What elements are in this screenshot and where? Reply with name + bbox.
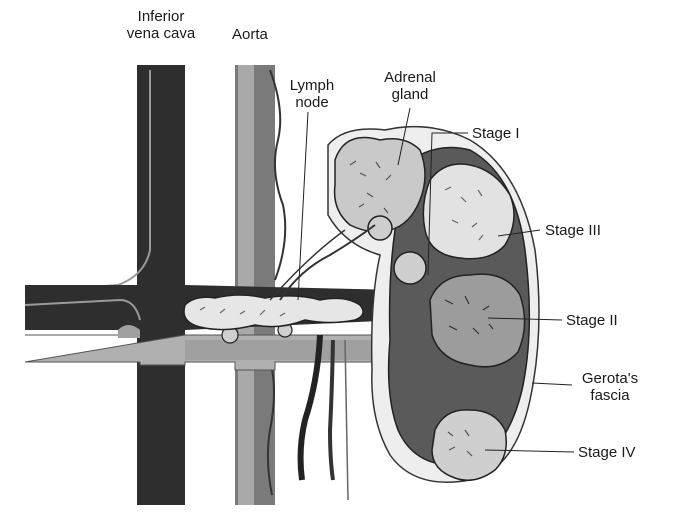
ureter-upper (185, 340, 395, 360)
adrenal-gland-texture (349, 160, 392, 214)
stage-4-tumor (431, 409, 507, 481)
label-gerotas-fascia: Gerota's fascia (581, 370, 639, 404)
stage-2-texture (444, 295, 494, 335)
label-inferior-vena-cava: Inferior vena cava (126, 8, 196, 42)
adrenal-gland-shape (333, 136, 426, 233)
aorta-inner (238, 65, 254, 505)
lower-vessel (344, 339, 349, 501)
leader-stage-3 (497, 229, 541, 237)
leader-lymph-node (297, 111, 309, 301)
venous-tumor-thrombus (183, 294, 364, 331)
stage-3-tumor (422, 163, 515, 260)
stage-2-tumor (429, 273, 526, 368)
label-aorta: Aorta (232, 26, 268, 43)
leader-stage-1 (427, 132, 468, 276)
adrenal-vessel-2 (269, 229, 346, 301)
stage-1-nodule (393, 251, 427, 285)
label-adrenal-gland: Adrenal gland (384, 69, 436, 103)
stage-4-texture (447, 429, 473, 457)
ureter (297, 334, 323, 481)
label-lymph-node: Lymph node (289, 77, 335, 111)
ureter-2 (327, 339, 335, 481)
ivc-highlight (24, 70, 151, 293)
label-stage-3: Stage III (545, 222, 601, 239)
label-stage-4: Stage IV (578, 444, 636, 461)
label-stage-1: Stage I (472, 125, 520, 142)
leader-stage-2 (487, 317, 563, 321)
aorta-lymph-vessel (269, 69, 287, 281)
ivc-side-bump (118, 325, 140, 338)
label-stage-2: Stage II (566, 312, 618, 329)
renal-vein-highlight (24, 298, 141, 321)
leader-gerotas-fascia (531, 382, 573, 386)
stage-3-texture (444, 186, 484, 241)
adrenal-vessel (279, 224, 376, 301)
thrombus-texture (199, 306, 286, 317)
leader-stage-4 (484, 449, 575, 453)
adrenal-nodule (367, 215, 393, 241)
aorta-lower-vessel (266, 359, 275, 496)
leader-adrenal-gland (397, 107, 411, 166)
